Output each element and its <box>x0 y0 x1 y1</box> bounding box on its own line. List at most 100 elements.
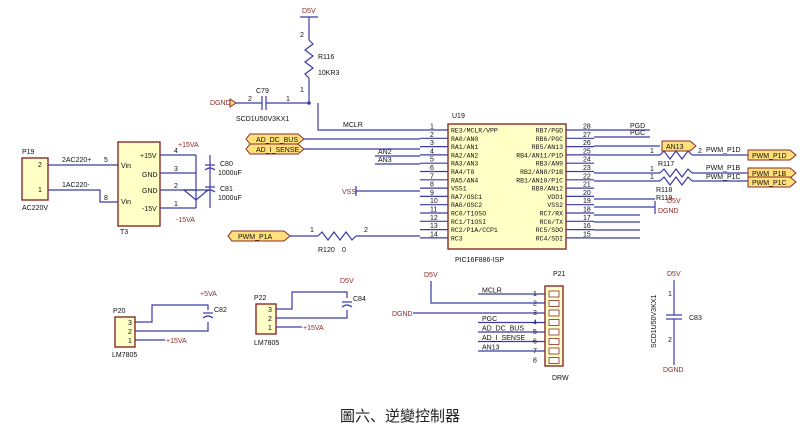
c79-part: SCD1U50V3KX1 <box>236 116 289 123</box>
pwm-p1a-port <box>227 230 291 242</box>
u19-pin-name: RC0/T1OSO <box>451 211 486 218</box>
c83-part: SCD1U50V3KX1 <box>651 295 658 348</box>
t3-n4: 4 <box>174 148 178 155</box>
figure-caption: 圖六、逆變控制器 <box>340 407 460 425</box>
t3-gnd2: GND <box>142 188 158 195</box>
pwm-p1b-label: PWM_P1B <box>752 171 787 178</box>
p21-pin-slot <box>548 300 560 307</box>
c79-net: DGND <box>210 100 231 107</box>
t3-vin2: Vin <box>121 199 131 206</box>
u19-pin-name: RC2/P1A/CCP1 <box>451 227 498 234</box>
u19-pin-number: 7 <box>430 173 434 180</box>
vss-label: VSS <box>342 189 356 196</box>
p21-pin-number: 8 <box>533 358 537 365</box>
t3-pin5: 5 <box>104 157 108 164</box>
t3-n2: 2 <box>174 183 178 190</box>
pwm-p1c-port <box>747 176 797 188</box>
p19-ref: P19 <box>22 149 35 156</box>
p21-pin-number: 4 <box>533 320 537 327</box>
u19-pins: 1RE3/MCLR/VPP2RA0/AN03RA1/AN14RA2/AN25RA… <box>420 124 594 242</box>
p22-5v: D5V <box>340 278 354 285</box>
u19-pin-name: RA2/AN2 <box>451 152 478 159</box>
d5v-label: D5V <box>302 8 316 15</box>
p22-pin1: 1 <box>268 325 272 332</box>
p15va-label: +15VA <box>178 142 199 149</box>
c84-ref: C84 <box>353 296 366 303</box>
p20-pin3: 3 <box>128 320 132 327</box>
p21-net-label: AN13 <box>482 345 500 352</box>
p21-pin-number: 2 <box>533 301 537 308</box>
c80-value: 1000uF <box>218 170 242 177</box>
p21-net-label: AD_I_SENSE <box>482 335 526 342</box>
u19-pin-number: 3 <box>430 140 434 147</box>
r116-ref: R116 <box>318 54 334 61</box>
p21-pin-number: 3 <box>533 310 537 317</box>
p19-body <box>21 157 49 201</box>
t3-pin8: 8 <box>104 195 108 202</box>
c81-value: 1000uF <box>218 195 242 202</box>
p21-net-label: PGC <box>482 316 497 323</box>
u19-pin-number: 17 <box>583 215 591 222</box>
u19-pin-number: 25 <box>583 148 591 155</box>
u19-pin-name: RC3 <box>451 235 463 242</box>
u19-pin-name: RC1/T1OSI <box>451 219 486 226</box>
u19-pin-number: 8 <box>430 182 434 189</box>
u19-pin-name: RB4/AN11/P1D <box>516 152 563 159</box>
u19-pin-number: 13 <box>430 223 438 230</box>
u19-pin-number: 22 <box>583 173 591 180</box>
p21-pin-slot <box>548 290 560 298</box>
p20-pin1: 1 <box>128 338 132 345</box>
r117-ref: R117 <box>658 161 674 168</box>
t3-n1: 1 <box>174 201 178 208</box>
r118-ref: R118 <box>656 187 672 194</box>
c81-ref: C81 <box>220 186 233 193</box>
p21-pin-slot <box>548 319 560 326</box>
u19-pin-name: RC6/TX <box>540 219 564 226</box>
p20-gnd-wire <box>135 322 209 332</box>
c83-dgnd: DGND <box>663 367 684 374</box>
u19-pin-number: 26 <box>583 140 591 147</box>
u19-pin-number: 15 <box>583 231 591 238</box>
u19-pin-number: 24 <box>583 157 591 164</box>
p21-net-label: AD_DC_BUS <box>482 326 524 333</box>
t3-body <box>117 141 161 227</box>
p21-pin-slot <box>548 357 560 364</box>
r119-pin1: 1 <box>650 174 654 181</box>
p1c-wire-label: PWM_P1C <box>706 174 741 181</box>
u19-pin-name: VDD1 <box>547 194 563 201</box>
u19-pin-number: 27 <box>583 132 591 139</box>
ad-i-sense-label: AD_I_SENSE <box>256 147 300 154</box>
an3-label: AN3 <box>378 157 392 164</box>
p21-net-wires: MCLR PGC AD_DC_BUS AD_I_SENSE AN13 <box>478 288 545 352</box>
p21-pin-slot <box>548 309 560 317</box>
pwm-p1a-label: PWM_P1A <box>238 234 273 241</box>
t3-m15: -15V <box>142 206 157 213</box>
r120-pin1: 1 <box>310 227 314 234</box>
u19-pin-number: 28 <box>583 124 591 131</box>
pgd-label: PGD <box>630 123 645 130</box>
c79-ref: C79 <box>256 88 269 95</box>
p21-part: DRW <box>552 375 569 382</box>
r119-resistor <box>659 176 693 186</box>
t3-gnd1: GND <box>142 172 158 179</box>
u19-pin-number: 9 <box>430 190 434 197</box>
ac-plus-net: 2AC220+ <box>62 157 91 164</box>
p21-pin-slot <box>548 347 560 355</box>
p21-pin-slot <box>548 338 560 345</box>
u19-pin-name: RA7/OSC1 <box>451 194 482 201</box>
t3-vin1: Vin <box>121 163 131 170</box>
r120-ref: R120 <box>318 247 335 254</box>
u19-pin-number: 23 <box>583 165 591 172</box>
m15va-label: -15VA <box>176 217 195 224</box>
ac-minus-net: 1AC220- <box>62 182 90 189</box>
p21-d5v-wire <box>430 281 545 304</box>
pwm-p1c-label: PWM_P1C <box>752 180 787 187</box>
p19-part: AC220V <box>22 205 48 212</box>
p20-out-wire <box>135 304 209 323</box>
r116-resistor <box>304 39 314 79</box>
u19-pin-name: RA1/AN1 <box>451 144 478 151</box>
p21-pin-number: 5 <box>533 329 537 336</box>
p21-net-label: MCLR <box>482 288 502 295</box>
u19-pin-name: RB2/AN8/P1B <box>520 169 563 176</box>
